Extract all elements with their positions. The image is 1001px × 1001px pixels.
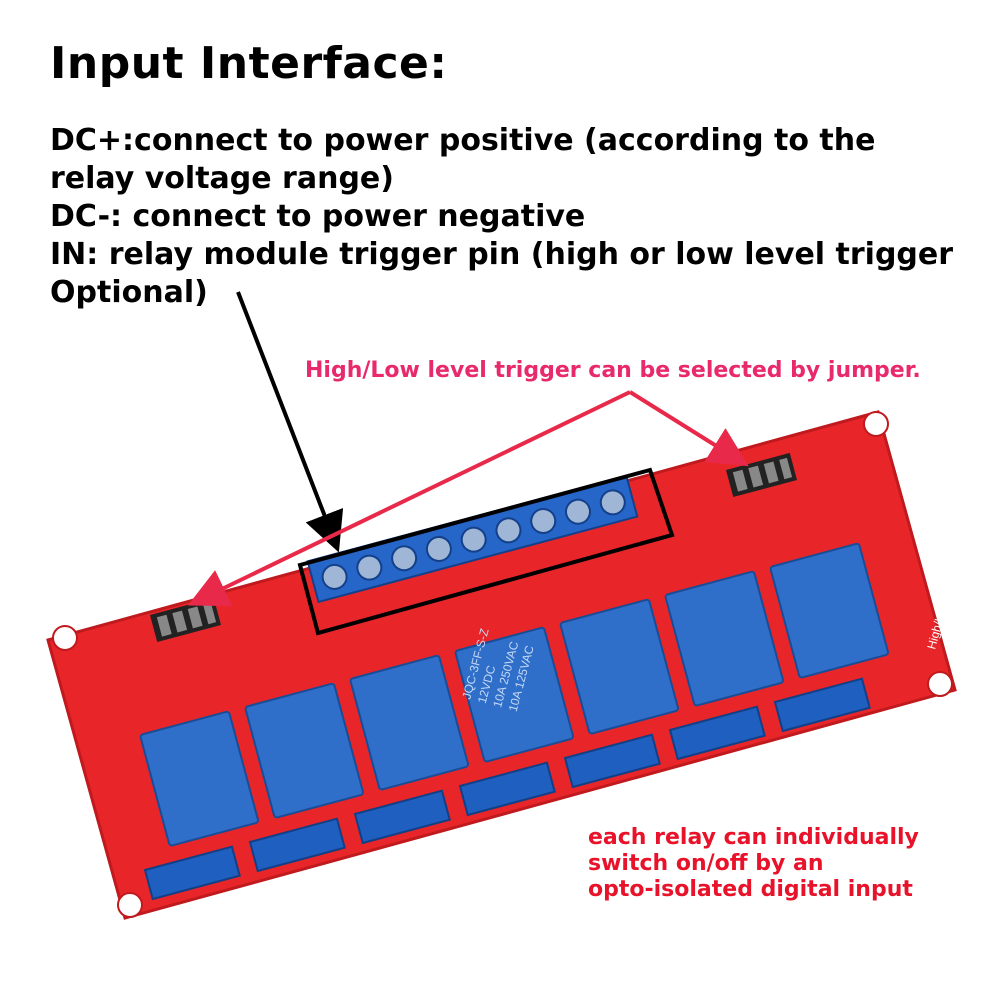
arrow-jumper-right: [628, 390, 749, 467]
mount-hole: [117, 892, 143, 918]
jumper-right: [726, 452, 797, 498]
description-block: DC+:connect to power positive (according…: [50, 122, 970, 312]
relay-6: [664, 570, 784, 707]
input-terminal-block: [306, 474, 639, 604]
description-in-pin: IN: relay module trigger pin (high or lo…: [50, 237, 954, 310]
relay-note-line: opto-isolated digital input: [588, 877, 913, 902]
relay-row: [139, 542, 889, 847]
mount-hole: [927, 671, 953, 697]
relay-5: [559, 598, 679, 735]
jumper-left: [150, 597, 221, 643]
description-dc-minus: DC-: connect to power negative: [50, 199, 586, 234]
page-title: Input Interface:: [50, 38, 448, 89]
mount-hole: [52, 625, 78, 651]
svg-text:High/Low Level Trigger: High/Low Level Trigger: [924, 529, 969, 651]
arrow-in-pin: [236, 291, 344, 553]
relay-7: [769, 542, 889, 679]
relay-3: [349, 654, 469, 791]
relay-note-line: switch on/off by an: [588, 851, 824, 876]
relay-4: [454, 626, 574, 763]
relay-note: each relay can individually switch on/of…: [588, 825, 919, 903]
mount-hole: [863, 411, 889, 437]
relay-2: [244, 682, 364, 819]
board-silkscreen-label: High/Low Level Trigger: [924, 529, 969, 651]
relay-1: [139, 710, 259, 847]
jumper-note: High/Low level trigger can be selected b…: [305, 358, 921, 383]
description-dc-plus: DC+:connect to power positive (according…: [50, 123, 876, 196]
output-terminals: [143, 677, 871, 901]
arrow-jumper-left: [187, 390, 631, 607]
relay-note-line: each relay can individually: [588, 825, 919, 850]
input-highlight-box: [297, 467, 675, 636]
